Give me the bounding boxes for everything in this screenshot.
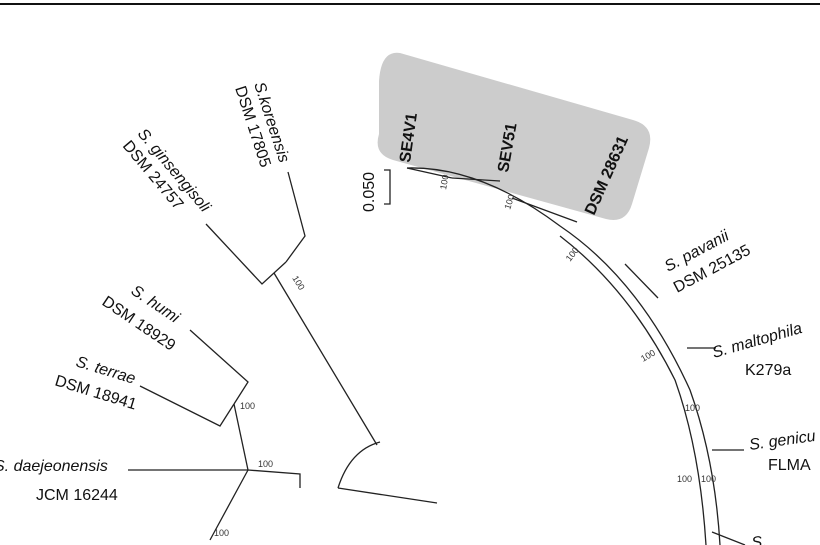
inner-arc-right [559,235,707,545]
inner-arc [337,441,381,489]
bootstrap-label: 100 [677,474,692,484]
taxon-daejeonensis-name: S. daejeonensis [0,458,108,475]
taxon-geniculata-strain: FLMA [768,457,811,474]
branch-ginsengisoli [205,223,287,285]
branch-left-lower [209,469,301,541]
branch-koreensis [285,171,306,263]
scale-bar-label: 0.050 [361,172,378,212]
branch-terrae [139,385,235,427]
branch-se4v1 [406,167,453,179]
bootstrap-label: 100 [214,528,229,538]
branch-humi [189,329,249,405]
bootstrap-label: 100 [701,474,716,484]
branch-pavanii [624,263,659,299]
branch-node-upper [273,272,378,446]
bootstrap-label: 100 [290,274,306,292]
taxon-maltophila-strain: K279a [745,362,791,379]
taxon-se4v1: SE4V1 [397,112,421,164]
taxon-daejeonensis-strain: JCM 16244 [36,487,118,504]
highlight-box [377,52,651,221]
branch-sev51 [451,177,501,182]
branch-bottom-right [711,531,746,545]
bootstrap-label: 100 [639,348,657,364]
outer-arc [406,167,721,545]
taxon-bottom-name: S. [751,533,768,545]
bootstrap-label: 100 [502,193,516,210]
bootstrap-label: 100 [258,459,273,469]
branch-dsm28631 [511,197,578,223]
branch-node-left [233,403,249,471]
bootstrap-label: 100 [240,401,255,411]
taxon-maltophila-name: S. maltophila [710,320,804,362]
top-border [0,3,820,5]
bootstrap-label: 100 [438,174,450,191]
scale-bar-line [384,169,391,205]
bootstrap-label: 100 [685,403,700,413]
taxon-geniculata-name: S. genicu [748,428,817,454]
root-branch [337,487,438,504]
bootstrap-label: 100 [564,245,581,263]
